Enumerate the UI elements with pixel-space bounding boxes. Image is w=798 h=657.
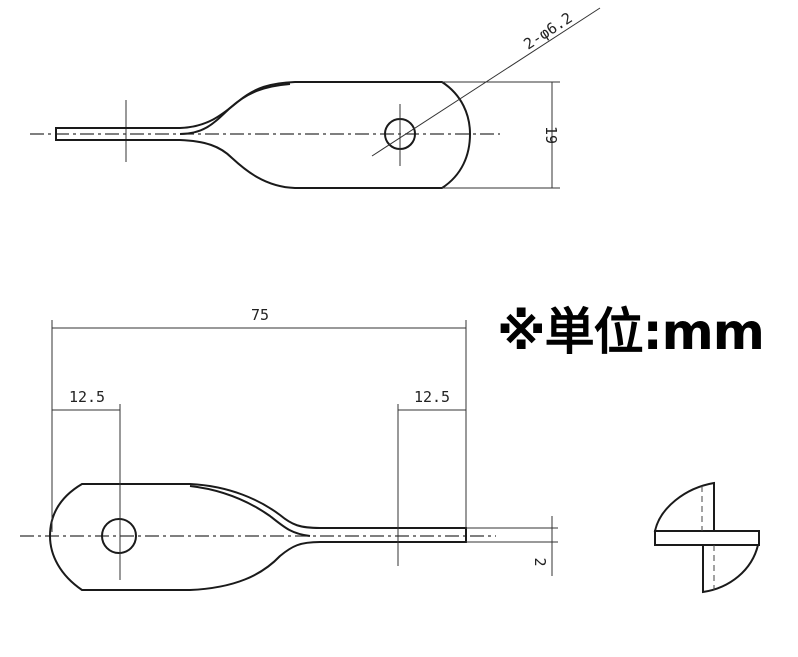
dim-12-5-left-label: 12.5 xyxy=(69,388,105,406)
dim-75-label: 75 xyxy=(251,306,269,324)
top-bend-line xyxy=(179,83,291,135)
hole-leader-line xyxy=(371,7,601,157)
top-view: 19 2-φ6.2 xyxy=(30,7,601,189)
front-bend-line xyxy=(189,485,311,537)
top-blade-outline xyxy=(55,81,472,189)
dim-12-5-right-label: 12.5 xyxy=(414,388,450,406)
dim-2-label: 2 xyxy=(531,557,549,566)
side-view xyxy=(653,481,760,594)
hole-dim-label: 2-φ6.2 xyxy=(520,9,575,54)
side-plate xyxy=(654,530,760,546)
front-hole xyxy=(101,518,137,554)
side-lower-wing xyxy=(702,544,759,594)
unit-note: ※単位:mm xyxy=(497,303,765,361)
front-blade-outline xyxy=(48,483,467,591)
side-upper-wing xyxy=(653,481,715,532)
dim-19-label: 19 xyxy=(542,126,560,144)
front-view: 75 12.5 12.5 2 xyxy=(20,306,558,591)
